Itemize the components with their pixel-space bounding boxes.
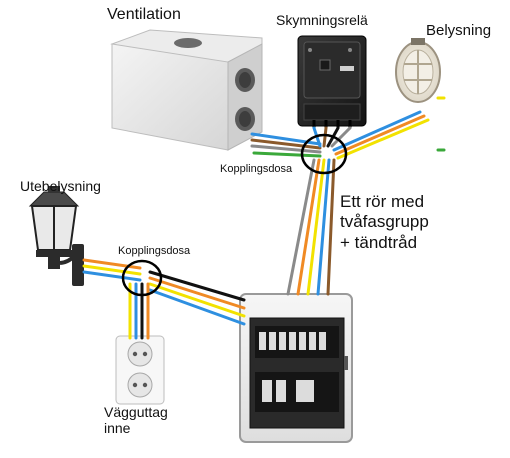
double-wall-socket-icon (116, 336, 164, 404)
wire-ventilation-green (254, 153, 320, 156)
wire-relay-2 (324, 128, 326, 146)
label-twilight-relay: Skymningsrelä (276, 12, 368, 28)
label-ventilation: Ventilation (107, 6, 181, 24)
wire-pipe-brown (328, 160, 334, 294)
label-pipe-line1: Ett rör med (340, 192, 490, 212)
label-junction-box-upper: Kopplingsdosa (220, 163, 292, 176)
label-lighting: Belysning (426, 22, 491, 39)
label-outdoor-lighting: Utebelysning (20, 178, 101, 194)
label-pipe-description: Ett rör med tvåfasgrupp + tändtråd (340, 192, 490, 253)
label-socket-line1: Vägguttag (104, 404, 194, 420)
distribution-board-icon (240, 294, 352, 442)
wire-pipe-blue (318, 160, 329, 294)
label-pipe-line2: tvåfasgrupp (340, 212, 490, 232)
bulkhead-lamp-icon (396, 38, 440, 102)
label-junction-box-lower: Kopplingsdosa (118, 245, 190, 258)
wire-board-orange (150, 278, 244, 308)
ventilation-unit-icon (112, 30, 262, 150)
wall-lantern-icon (30, 186, 84, 286)
twilight-relay-icon (298, 36, 366, 128)
wire-board-yellow (150, 284, 244, 316)
label-pipe-line3: + tändtråd (340, 233, 490, 253)
label-socket-line2: inne (104, 420, 194, 436)
label-wall-socket: Vägguttag inne (104, 404, 194, 436)
